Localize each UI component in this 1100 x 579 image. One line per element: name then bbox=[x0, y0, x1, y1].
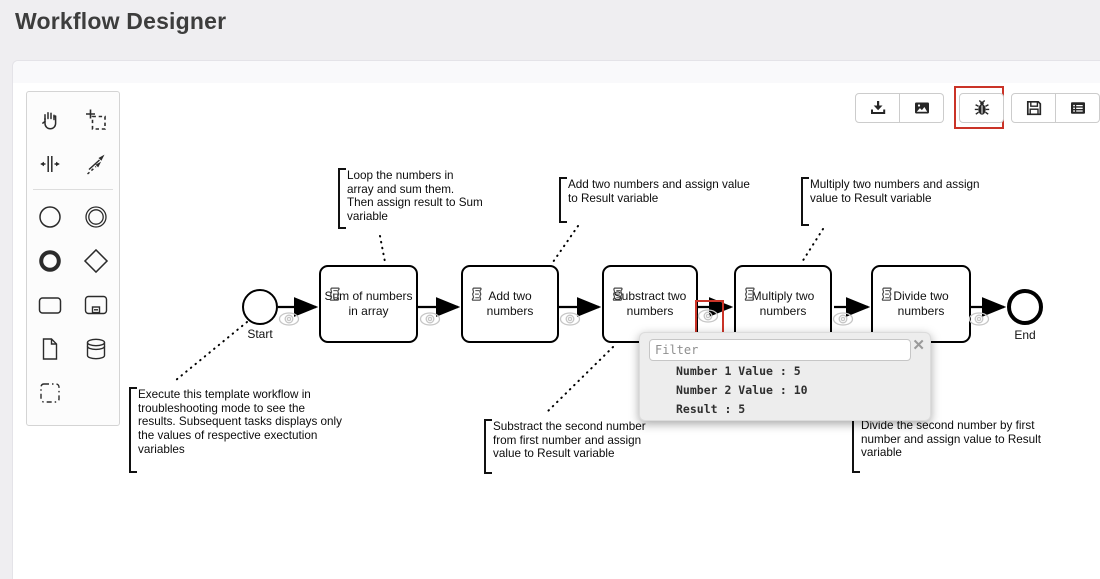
subprocess-icon bbox=[83, 292, 109, 318]
form-list-icon bbox=[1069, 99, 1087, 117]
save-icon bbox=[1025, 99, 1043, 117]
palette-separator bbox=[33, 189, 113, 190]
task-divide-two-numbers[interactable]: Divide two numbers bbox=[871, 265, 971, 343]
hand-tool[interactable] bbox=[30, 98, 70, 142]
create-subprocess[interactable] bbox=[76, 283, 116, 327]
form-button[interactable] bbox=[1056, 93, 1100, 123]
gateway-icon bbox=[83, 248, 109, 274]
panel-header bbox=[13, 61, 1100, 83]
task-sum-of-numbers[interactable]: Sum of numbers in array bbox=[319, 265, 418, 343]
connect-icon bbox=[83, 151, 109, 177]
execution-value: Number 1 Value : 5 bbox=[676, 364, 801, 378]
task-add-two-numbers[interactable]: Add two numbers bbox=[461, 265, 559, 343]
create-end-event[interactable] bbox=[30, 239, 70, 283]
intermediate-event-icon bbox=[83, 204, 109, 230]
task-substract-two-numbers[interactable]: Substract two numbers bbox=[602, 265, 698, 343]
eye-icon[interactable] bbox=[832, 312, 854, 326]
close-icon[interactable]: ✕ bbox=[912, 337, 925, 354]
global-connect-tool[interactable] bbox=[76, 142, 116, 186]
execution-value: Number 2 Value : 10 bbox=[676, 383, 808, 397]
data-object-icon bbox=[37, 336, 63, 362]
annotation-substract-numbers[interactable]: Substract the second number from first n… bbox=[484, 419, 659, 474]
filter-input[interactable] bbox=[649, 339, 911, 361]
task-multiply-two-numbers[interactable]: Multiply two numbers bbox=[734, 265, 832, 343]
space-tool-icon bbox=[37, 151, 63, 177]
script-task-icon bbox=[878, 271, 895, 318]
script-task-icon bbox=[741, 271, 758, 318]
script-task-icon bbox=[326, 271, 343, 318]
script-task-icon bbox=[609, 271, 626, 318]
image-icon bbox=[913, 99, 931, 117]
eye-icon[interactable] bbox=[968, 312, 990, 326]
task-label: Add two numbers bbox=[486, 289, 534, 318]
task-label: Substract two numbers bbox=[613, 289, 687, 318]
eye-icon[interactable] bbox=[419, 312, 441, 326]
annotation-divide-numbers[interactable]: Divide the second number by first number… bbox=[852, 418, 1047, 473]
start-event-label: Start bbox=[247, 327, 273, 341]
create-data-store[interactable] bbox=[76, 327, 116, 371]
tool-palette bbox=[26, 91, 120, 426]
eye-icon-active[interactable] bbox=[697, 309, 719, 323]
start-event-icon bbox=[37, 204, 63, 230]
create-group[interactable] bbox=[30, 371, 70, 415]
create-gateway[interactable] bbox=[76, 239, 116, 283]
hand-icon bbox=[37, 107, 63, 133]
task-icon bbox=[37, 292, 63, 318]
eye-icon[interactable] bbox=[278, 312, 300, 326]
execution-value: Result : 5 bbox=[676, 402, 746, 416]
lasso-icon bbox=[83, 107, 109, 133]
task-label: Divide two numbers bbox=[893, 289, 949, 318]
execution-values-popup: ✕ Number 1 Value : 5 Number 2 Value : 10… bbox=[639, 332, 931, 421]
start-event[interactable] bbox=[242, 289, 278, 325]
toolbar-group-debug bbox=[959, 93, 1004, 123]
export-image-button[interactable] bbox=[900, 93, 944, 123]
end-event-icon bbox=[37, 248, 63, 274]
group-icon bbox=[37, 380, 63, 406]
script-task-icon bbox=[468, 271, 485, 318]
end-event-label: End bbox=[1014, 328, 1036, 342]
download-button[interactable] bbox=[855, 93, 900, 123]
toolbar-group-save bbox=[1011, 93, 1100, 123]
create-intermediate-event[interactable] bbox=[76, 195, 116, 239]
annotation-multiply-numbers[interactable]: Multiply two numbers and assign value to… bbox=[801, 177, 991, 226]
download-icon bbox=[869, 99, 887, 117]
create-task[interactable] bbox=[30, 283, 70, 327]
data-store-icon bbox=[83, 336, 109, 362]
task-label: Multiply two numbers bbox=[751, 289, 815, 318]
create-data-object[interactable] bbox=[30, 327, 70, 371]
annotation-add-numbers[interactable]: Add two numbers and assign value to Resu… bbox=[559, 177, 759, 223]
page-title: Workflow Designer bbox=[15, 8, 227, 34]
create-start-event[interactable] bbox=[30, 195, 70, 239]
space-tool[interactable] bbox=[30, 142, 70, 186]
debug-button[interactable] bbox=[959, 93, 1004, 123]
diagram-canvas[interactable]: Start Sum of numbers in array Add two nu… bbox=[13, 61, 1100, 579]
save-button[interactable] bbox=[1011, 93, 1056, 123]
annotation-loop-numbers[interactable]: Loop the numbers in array and sum them. … bbox=[338, 168, 506, 229]
annotation-troubleshooting[interactable]: Execute this template workflow in troubl… bbox=[129, 387, 361, 473]
designer-panel: Start Sum of numbers in array Add two nu… bbox=[12, 60, 1100, 579]
end-event[interactable] bbox=[1007, 289, 1043, 325]
toolbar-group-export bbox=[855, 93, 944, 123]
lasso-tool[interactable] bbox=[76, 98, 116, 142]
bug-icon bbox=[973, 99, 991, 117]
eye-icon[interactable] bbox=[559, 312, 581, 326]
